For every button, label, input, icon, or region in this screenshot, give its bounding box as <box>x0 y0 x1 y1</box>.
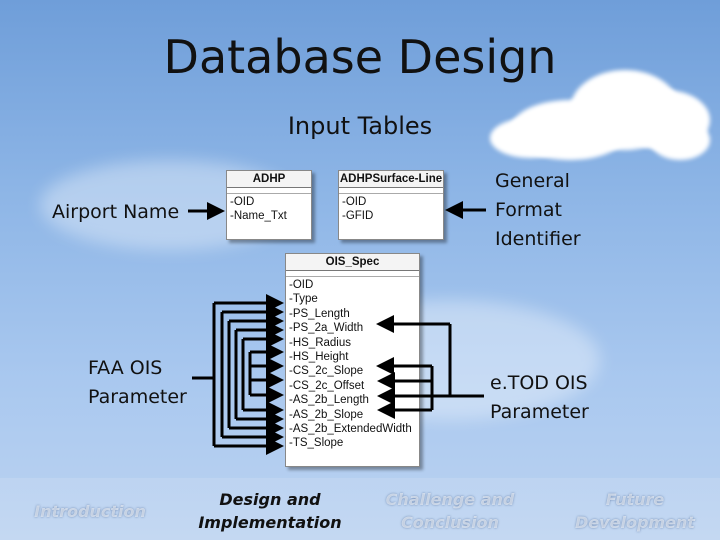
table-field: -TS_Slope <box>289 437 344 450</box>
faa-field-arrows <box>214 294 284 455</box>
slide-title: Database Design <box>163 30 557 84</box>
table-field: -Type <box>289 293 318 306</box>
table-field: -PS_2a_Width <box>289 322 364 335</box>
etod-ois-parameter-label: e.TOD OIS Parameter <box>490 372 589 423</box>
adhp-surface-line-table: ADHPSurface-Line -OID -GFID <box>338 170 444 240</box>
table-field: -CS_2c_Offset <box>289 379 365 392</box>
etod-bracket <box>376 315 484 419</box>
table-header: ADHP <box>227 171 311 188</box>
cloud-decoration <box>470 60 720 170</box>
table-field: -HS_Height <box>289 351 349 364</box>
table-field: -AS_2b_ExtendedWidth <box>289 423 412 436</box>
faa-bracket <box>192 301 280 448</box>
ois-spec-table: OIS_Spec -OID -Type -PS_Length -PS_2a_Wi… <box>285 253 420 467</box>
table-field: -AS_2b_Length <box>289 394 369 407</box>
faa-ois-parameter-label: FAA OIS Parameter <box>88 357 187 408</box>
table-header: ADHPSurface-Line <box>339 171 443 188</box>
table-field: -OID <box>230 196 255 208</box>
slide-subtitle: Input Tables <box>287 112 433 140</box>
table-field: -AS_2b_Slope <box>289 408 364 421</box>
table-field: -HS_Radius <box>289 336 351 349</box>
table-field: -PS_Length <box>289 307 350 320</box>
nav-design-and-implementation[interactable]: Design and Implementation <box>198 490 342 532</box>
airport-name-label: Airport Name <box>52 201 180 223</box>
general-format-identifier-label: General Format Identifier <box>495 170 581 250</box>
table-field: -GFID <box>342 210 374 223</box>
table-field: -CS_2c_Slope <box>289 365 364 378</box>
section-nav-bar <box>0 478 720 540</box>
table-field: -OID <box>342 196 367 208</box>
table-header: OIS_Spec <box>286 254 419 271</box>
table-field: -OID <box>289 279 314 291</box>
nav-introduction[interactable]: Introduction <box>34 502 146 521</box>
table-field: -Name_Txt <box>230 210 287 223</box>
nav-challenge-and-conclusion[interactable]: Challenge and Conclusion <box>385 490 515 532</box>
adhp-table: ADHP -OID -Name_Txt <box>226 170 312 240</box>
nav-future-development[interactable]: Future Development <box>575 490 695 532</box>
